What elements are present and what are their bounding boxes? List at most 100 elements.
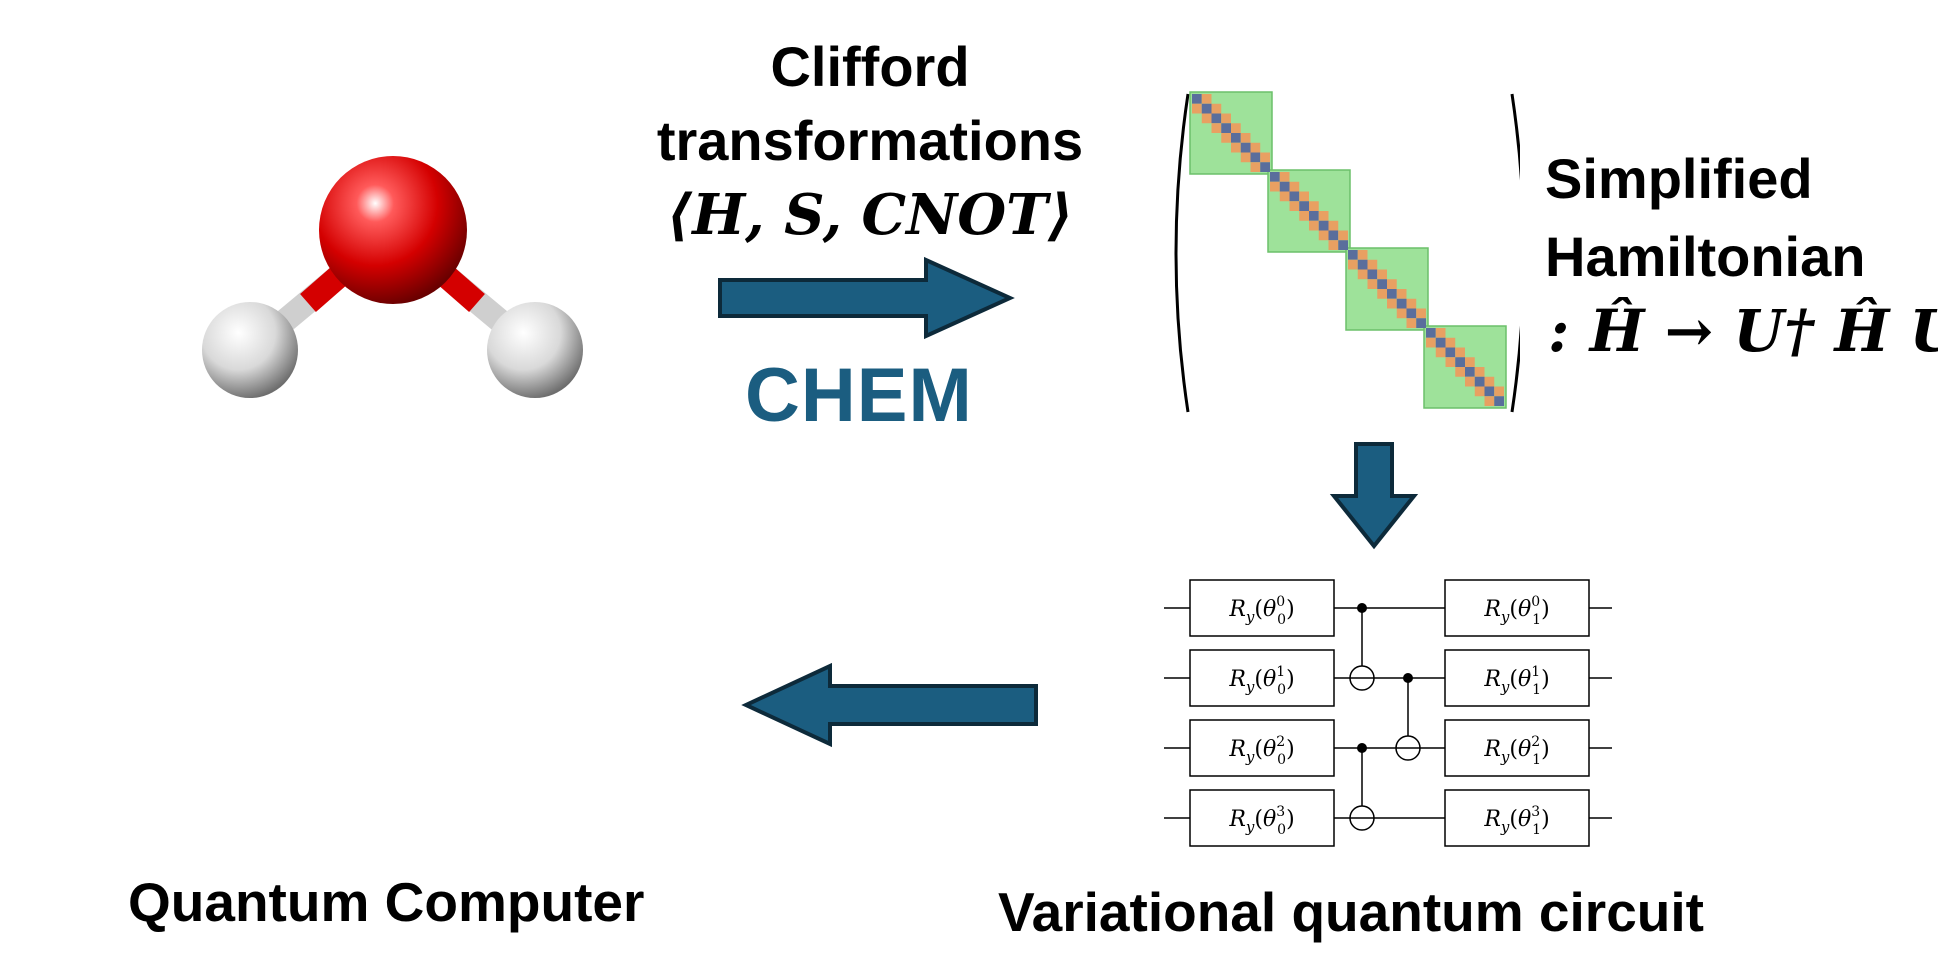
matrix-offdiag-cell (1387, 279, 1397, 289)
svg-text:Ry(θ01): Ry(θ01) (1483, 594, 1549, 628)
matrix-diagonal-cell (1367, 269, 1378, 280)
matrix-diagonal-cell (1396, 298, 1407, 309)
matrix-diagonal-cell (1240, 142, 1251, 153)
svg-text:Ry(θ00): Ry(θ00) (1228, 594, 1294, 628)
matrix-diagonal-cell (1231, 133, 1241, 143)
matrix-offdiag-cell (1367, 279, 1378, 289)
matrix-offdiag-cell (1192, 103, 1202, 114)
matrix-diagonal-cell (1318, 220, 1329, 231)
matrix-offdiag-cell (1396, 289, 1407, 299)
matrix-offdiag-cell (1318, 211, 1329, 221)
hydrogen-atom-right (487, 302, 583, 398)
matrix-diagonal-cell (1474, 376, 1485, 387)
matrix-offdiag-cell (1455, 367, 1465, 377)
cnot-control (1357, 603, 1367, 613)
matrix-offdiag-cell (1367, 259, 1378, 270)
matrix-offdiag-cell (1231, 123, 1241, 133)
matrix-offdiag-cell (1221, 133, 1231, 143)
matrix-offdiag-cell (1211, 103, 1222, 114)
matrix-offdiag-cell (1201, 94, 1212, 104)
matrix-offdiag-cell (1279, 191, 1290, 202)
matrix-offdiag-cell (1396, 308, 1407, 319)
matrix-diagonal-cell (1279, 181, 1290, 192)
matrix-diagonal-cell (1357, 259, 1368, 270)
matrix-offdiag-cell (1299, 211, 1309, 221)
matrix-diagonal-cell (1250, 152, 1261, 163)
matrix-offdiag-cell (1240, 152, 1251, 163)
matrix-offdiag-cell (1250, 142, 1261, 153)
transform-line2: transformations (656, 109, 1084, 172)
right-arrow (718, 256, 1015, 340)
matrix-offdiag-cell (1387, 298, 1397, 309)
matrix-offdiag-cell (1299, 191, 1309, 202)
matrix-offdiag-cell (1328, 220, 1339, 231)
matrix-offdiag-cell (1250, 162, 1261, 172)
svg-text:Ry(θ31): Ry(θ31) (1483, 804, 1549, 838)
svg-text:Ry(θ30): Ry(θ30) (1228, 804, 1294, 838)
matrix-diagonal-cell (1377, 279, 1387, 289)
matrix-offdiag-cell (1270, 181, 1280, 192)
matrix-diagonal-cell (1201, 103, 1212, 114)
matrix-offdiag-cell (1309, 201, 1319, 211)
matrix-offdiag-cell (1484, 396, 1495, 406)
matrix-diagonal-cell (1465, 367, 1475, 377)
hamiltonian-matrix (1174, 91, 1520, 413)
left-arrow (741, 662, 1038, 748)
transform-gates: ⟨H, S, CNOT⟩ (666, 182, 1074, 248)
matrix-offdiag-cell (1377, 289, 1387, 299)
matrix-diagonal-cell (1289, 191, 1300, 202)
svg-text:Ry(θ11): Ry(θ11) (1483, 664, 1549, 698)
matrix-diagonal-cell (1299, 201, 1309, 211)
matrix-offdiag-cell (1338, 230, 1348, 241)
matrix-offdiag-cell (1465, 357, 1475, 367)
matrix-offdiag-cell (1289, 181, 1300, 192)
hamiltonian-title: Simplified Hamiltonian (1545, 140, 1865, 296)
matrix-offdiag-cell (1445, 357, 1456, 367)
matrix-diagonal-cell (1406, 308, 1417, 319)
matrix-offdiag-cell (1377, 269, 1387, 280)
matrix-offdiag-cell (1406, 298, 1417, 309)
matrix-offdiag-cell (1416, 308, 1426, 319)
matrix-offdiag-cell (1465, 376, 1475, 387)
matrix-diagonal-cell (1211, 113, 1222, 124)
matrix-diagonal-cell (1426, 328, 1436, 338)
matrix-diagonal-cell (1192, 94, 1202, 104)
matrix-offdiag-cell (1435, 328, 1446, 338)
matrix-diagonal-cell (1338, 240, 1348, 250)
matrix-offdiag-cell (1201, 113, 1212, 124)
matrix-offdiag-cell (1484, 376, 1495, 387)
matrix-right-bracket (1510, 93, 1520, 413)
quantum-computer-label: Quantum Computer (128, 871, 645, 933)
svg-text:Ry(θ20): Ry(θ20) (1228, 734, 1294, 768)
matrix-offdiag-cell (1445, 337, 1456, 348)
matrix-offdiag-cell (1474, 386, 1485, 397)
hamiltonian-equation: : Ĥ → U† Ĥ U (1548, 297, 1938, 365)
down-arrow (1329, 442, 1419, 550)
method-label: CHEM (745, 353, 973, 438)
matrix-offdiag-cell (1211, 123, 1222, 133)
transform-title: Clifford transformations ⟨H, S, CNOT⟩ (590, 30, 1150, 252)
matrix-offdiag-cell (1240, 133, 1251, 143)
hydrogen-atom-left (202, 302, 298, 398)
matrix-offdiag-cell (1318, 230, 1329, 241)
matrix-left-bracket (1174, 93, 1190, 413)
matrix-diagonal-cell (1494, 396, 1504, 406)
matrix-offdiag-cell (1231, 142, 1241, 153)
matrix-offdiag-cell (1494, 386, 1504, 397)
matrix-diagonal-cell (1435, 337, 1446, 348)
matrix-offdiag-cell (1435, 347, 1446, 358)
matrix-offdiag-cell (1357, 269, 1368, 280)
matrix-diagonal-cell (1484, 386, 1495, 397)
matrix-offdiag-cell (1406, 318, 1417, 328)
matrix-offdiag-cell (1474, 367, 1485, 377)
matrix-diagonal-cell (1221, 123, 1231, 133)
matrix-diagonal-cell (1260, 162, 1270, 172)
matrix-offdiag-cell (1426, 337, 1436, 348)
